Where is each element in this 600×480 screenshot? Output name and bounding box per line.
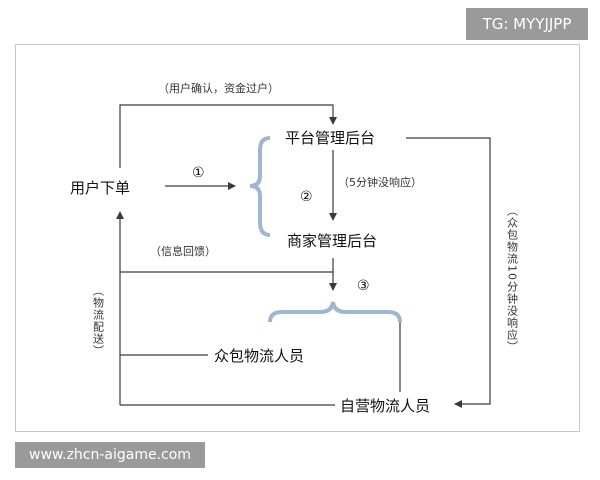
node-platform-backend: 平台管理后台 [285,129,375,147]
vertical-brace [249,136,271,237]
label-step2: ② [300,189,313,205]
diagram-frame [15,44,580,432]
top-watermark: TG: MYYJJPP [466,8,588,40]
label-user-confirm: （用户确认，资金过户） [158,81,279,95]
node-crowd-logistics: 众包物流人员 [214,347,304,365]
label-crowd-no-response-10: （众包物流10分钟没响应） [506,205,519,353]
platform-right-connector [406,137,491,408]
label-step1: ① [192,165,205,181]
label-info-feedback: （信息回馈） [150,244,216,258]
label-no-response-5: （5分钟没响应） [338,175,422,189]
horizontal-brace [268,301,402,323]
node-own-logistics: 自营物流人员 [340,397,430,415]
bottom-watermark: www.zhcn-aigame.com [15,442,205,468]
node-user-order: 用户下单 [70,179,130,197]
label-logistics-delivery: （物流配送） [92,285,105,357]
user-to-platform-connector [119,104,337,168]
node-merchant-backend: 商家管理后台 [287,232,377,250]
label-step3: ③ [357,278,370,294]
